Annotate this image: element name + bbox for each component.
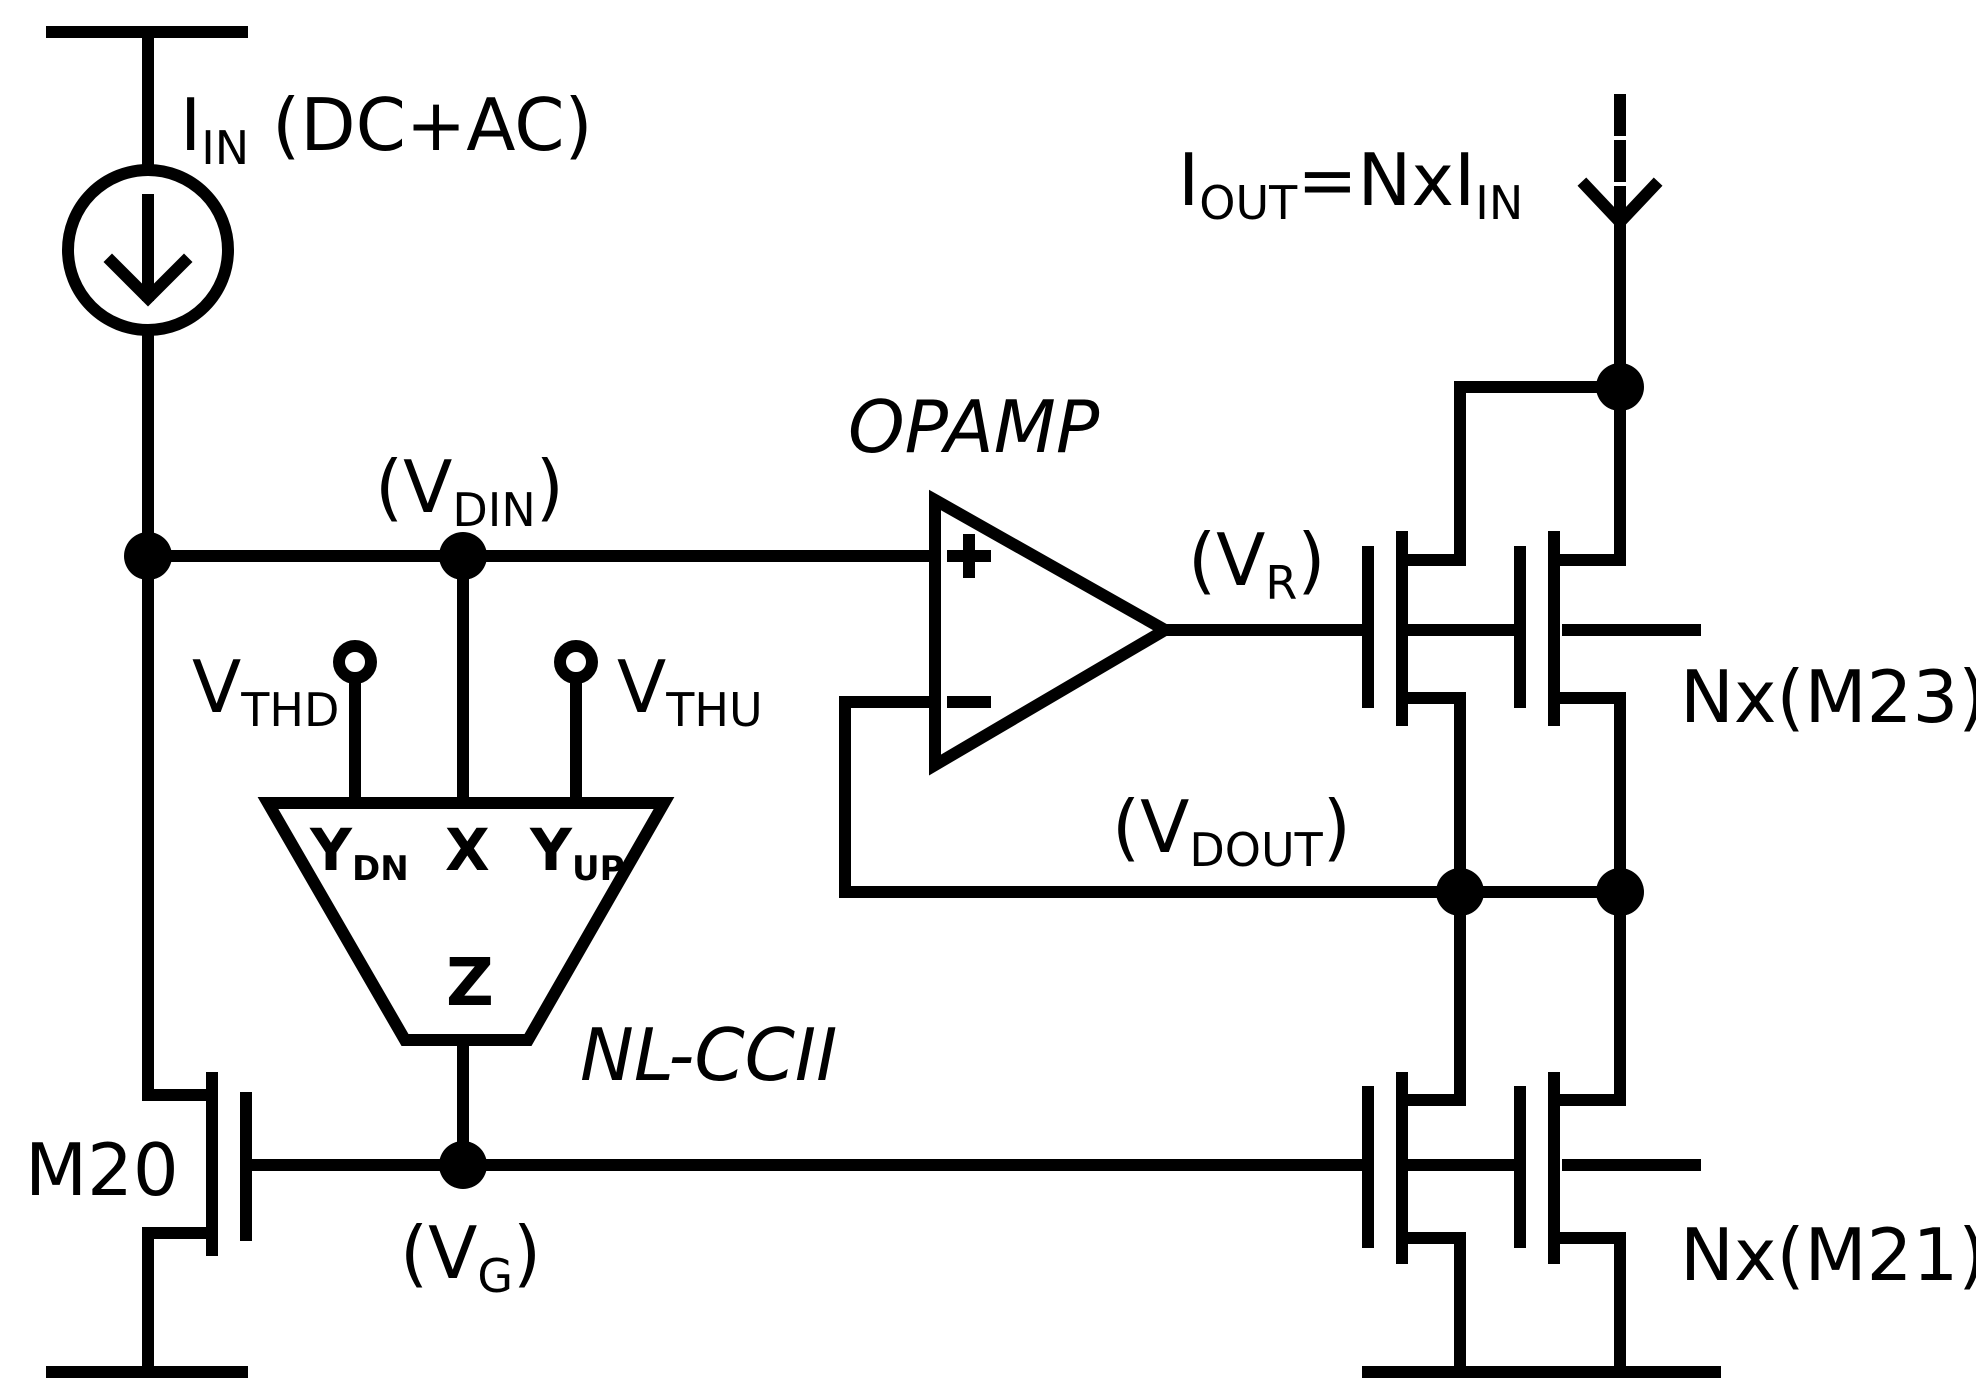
iout-label: IOUT=NxIIN	[1178, 138, 1523, 230]
m21-right-transistor	[1514, 1072, 1701, 1264]
opamp-icon	[929, 489, 1178, 776]
vr-label: (VR)	[1188, 518, 1325, 610]
z-port-label: Z	[446, 944, 494, 1021]
m21-left-transistor	[1362, 1072, 1526, 1264]
vthd-label: VTHD	[192, 645, 339, 737]
junction-dot	[124, 532, 172, 580]
vdin-label: (VDIN)	[375, 445, 564, 537]
m20-label: M20	[25, 1128, 179, 1212]
wire-feedback	[839, 696, 1466, 898]
m23-left-transistor	[1362, 531, 1526, 726]
wire-m23-drain	[1454, 381, 1626, 566]
nl-ccii-label: NL-CCII	[580, 1013, 837, 1097]
vthu-label: VTHU	[617, 645, 763, 737]
nx-m23-label: Nx(M23)	[1680, 655, 1976, 739]
m23-right-transistor	[1514, 531, 1701, 726]
nx-m21-label: Nx(M21)	[1680, 1213, 1976, 1297]
opamp-label: OPAMP	[848, 385, 1100, 469]
current-source-icon	[62, 164, 234, 336]
ydn-port-label: YDN	[309, 816, 409, 889]
junction-dot	[439, 1141, 487, 1189]
yup-port-label: YUP	[529, 816, 625, 889]
vdout-label: (VDOUT)	[1112, 785, 1351, 877]
iin-label: IIN (DC+AC)	[180, 83, 593, 175]
nl-ccii-block	[257, 797, 675, 1046]
vg-label: (VG)	[400, 1211, 541, 1303]
x-port-label: X	[445, 816, 490, 884]
iout-arrow-icon	[1577, 177, 1663, 231]
